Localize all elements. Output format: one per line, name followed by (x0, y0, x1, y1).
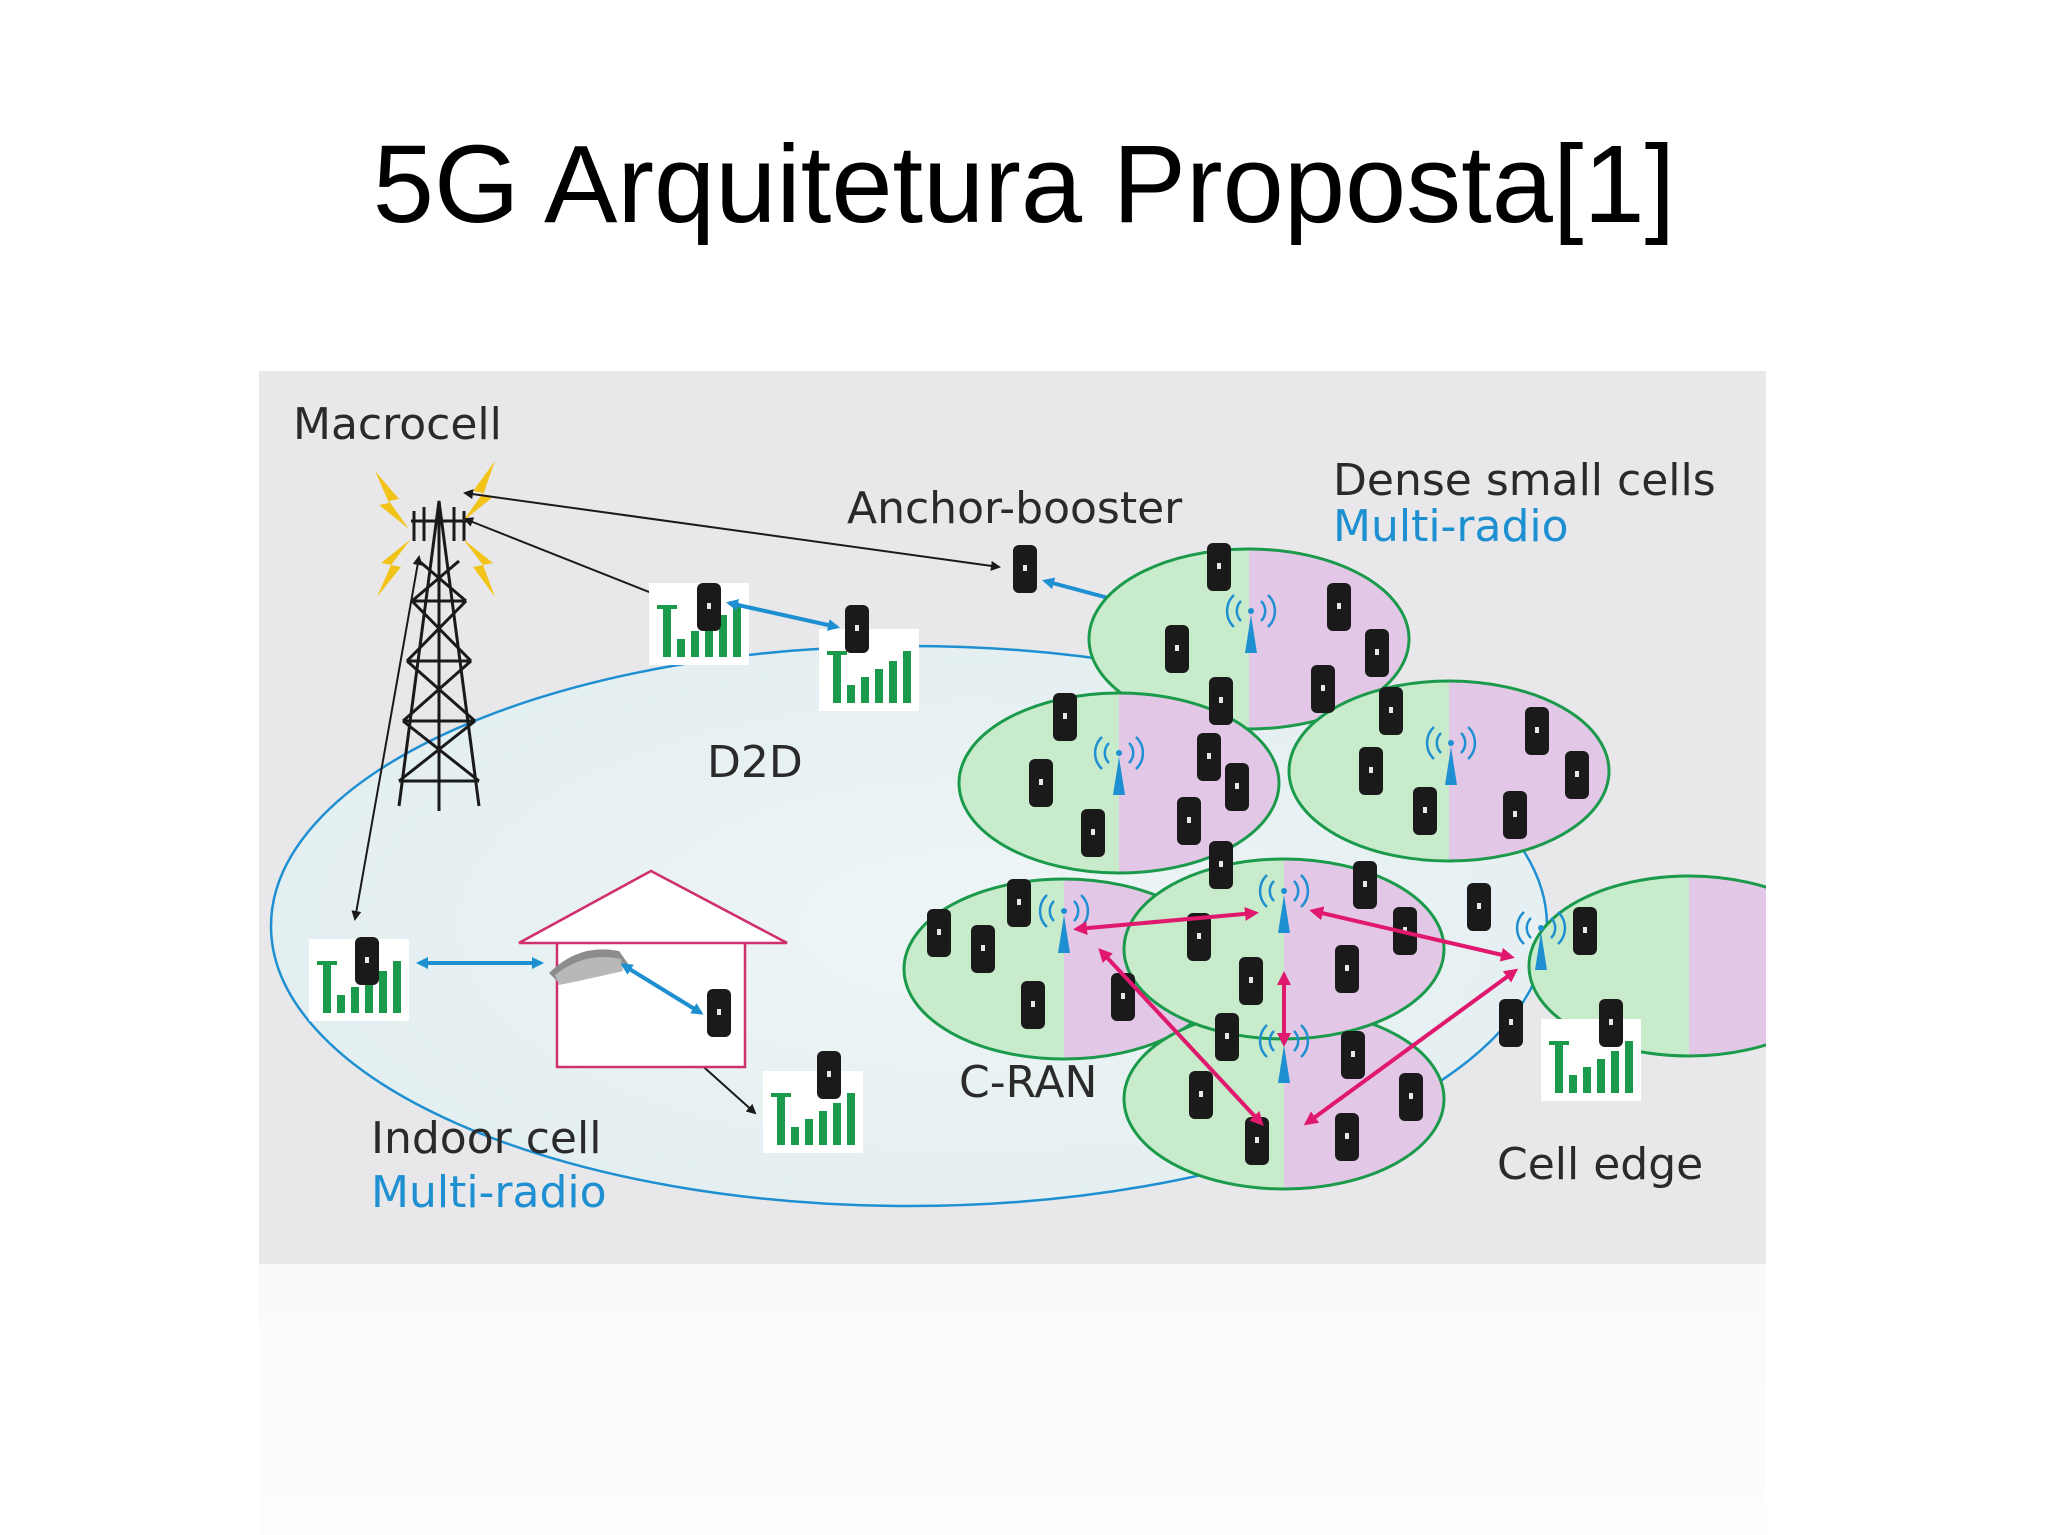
phone-icon (355, 937, 379, 985)
d2d-link (726, 599, 840, 631)
phone-icon (1399, 1073, 1423, 1121)
phone-icon (1327, 583, 1351, 631)
phone-icon (1499, 999, 1523, 1047)
phone-icon (1335, 945, 1359, 993)
label-indoor-multi-radio: Multi-radio (371, 1167, 607, 1218)
phone-icon (1189, 1071, 1213, 1119)
label-dense-multi-radio: Multi-radio (1333, 501, 1569, 552)
label-cell-edge: Cell edge (1497, 1139, 1703, 1190)
phone-icon (1311, 665, 1335, 713)
phone-icon (1209, 841, 1233, 889)
phone-icon (1353, 861, 1377, 909)
figure-reflection (259, 1264, 1766, 1535)
phone-icon (971, 925, 995, 973)
phone-icon (1215, 1013, 1239, 1061)
phone-icon (1525, 707, 1549, 755)
phone-icon (1165, 625, 1189, 673)
c-ran-links (1073, 906, 1519, 1126)
phone-icon (1365, 629, 1389, 677)
phone-icon (1081, 809, 1105, 857)
phone-icon (1503, 791, 1527, 839)
phone-icon (1245, 1117, 1269, 1165)
indoor-link (620, 963, 704, 1015)
phone-icon (1599, 999, 1623, 1047)
phone-icon (1379, 687, 1403, 735)
phone-icon (1029, 759, 1053, 807)
slide-title: 5G Arquitetura Proposta[1] (372, 123, 1676, 246)
architecture-diagram: Macrocell Anchor-booster Dense small cel… (259, 371, 1766, 1264)
phone-icon (1013, 545, 1037, 593)
phone-icon (1207, 543, 1231, 591)
phone-icon (707, 989, 731, 1037)
phone-icon (817, 1051, 841, 1099)
signal-bars-icon (1541, 1019, 1641, 1101)
phone-icon (1239, 957, 1263, 1005)
phone-icon (1341, 1031, 1365, 1079)
indoor-router-icon (549, 949, 629, 985)
phone-icon (1573, 907, 1597, 955)
phone-icon (1565, 751, 1589, 799)
phone-icon (1467, 883, 1491, 931)
label-macrocell: Macrocell (293, 399, 502, 450)
phone-icon (1197, 733, 1221, 781)
label-dense-small-cells: Dense small cells (1333, 455, 1716, 506)
label-c-ran: C-RAN (959, 1057, 1097, 1108)
phone-icon (1225, 763, 1249, 811)
phone-icon (1177, 797, 1201, 845)
label-d2d: D2D (707, 737, 803, 788)
phone-icon (1007, 879, 1031, 927)
label-anchor-booster: Anchor-booster (847, 483, 1183, 534)
phone-icon (1053, 693, 1077, 741)
phone-icon (1209, 677, 1233, 725)
phone-icon (845, 605, 869, 653)
phone-icon (697, 583, 721, 631)
phone-icon (927, 909, 951, 957)
phone-icon (1335, 1113, 1359, 1161)
phone-icon (1413, 787, 1437, 835)
label-indoor-cell: Indoor cell (371, 1113, 601, 1164)
phone-icon (1359, 747, 1383, 795)
signal-bars-icon (763, 1071, 863, 1153)
phone-icon (1021, 981, 1045, 1029)
phone-icon (1111, 973, 1135, 1021)
architecture-figure: Macrocell Anchor-booster Dense small cel… (259, 371, 1766, 1264)
